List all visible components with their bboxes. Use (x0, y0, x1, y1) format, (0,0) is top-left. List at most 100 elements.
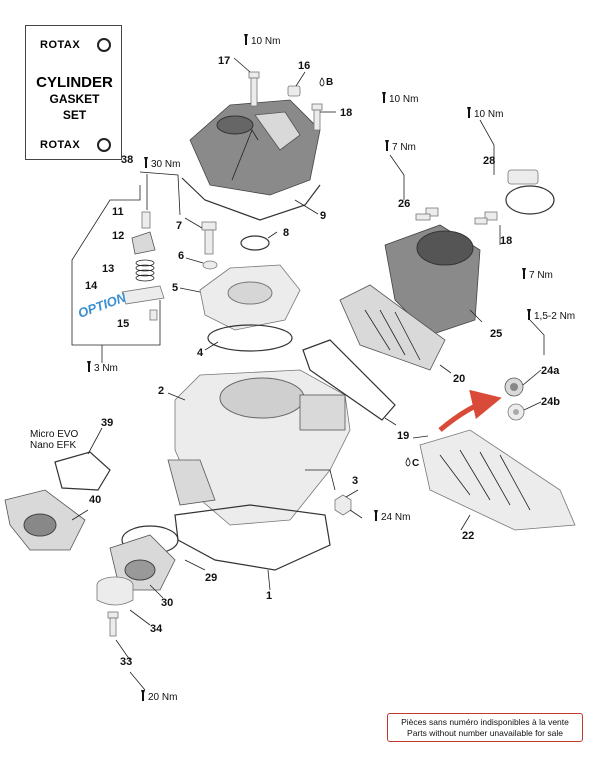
callout-25: 25 (490, 328, 502, 340)
drop-icon (319, 77, 325, 87)
callout-16: 16 (298, 60, 310, 72)
callout-20: 20 (453, 373, 465, 385)
wrench-icon (87, 361, 91, 372)
callout-18b: 18 (500, 235, 512, 247)
callout-11: 11 (112, 206, 124, 218)
callout-38: 38 (121, 154, 133, 166)
reed-valve-20 (339, 284, 446, 371)
callout-26: 26 (398, 198, 410, 210)
callout-22: 22 (462, 530, 474, 542)
callout-2: 2 (158, 385, 164, 397)
washer-6 (202, 260, 218, 270)
callout-7: 7 (176, 220, 182, 232)
brand-logo-top: ROTAX (40, 39, 81, 51)
bracket-14 (121, 285, 165, 305)
torque-labels: 10 Nm 10 Nm 10 Nm 30 Nm 7 Nm 7 Nm 1,5-2 … (94, 36, 575, 703)
callout-13: 13 (102, 263, 114, 275)
torque-icons (87, 34, 531, 701)
callout-15: 15 (117, 318, 129, 330)
reed-valve-22 (419, 429, 576, 531)
red-arrow (438, 389, 502, 432)
bolt-26 (415, 207, 439, 221)
nut-24b (507, 403, 525, 421)
cylinder-2 (167, 369, 351, 526)
nut-3 (334, 494, 352, 516)
brand-seal-icon (97, 38, 111, 52)
torque-24: 1,5-2 Nm (534, 311, 575, 322)
valve-housing-12 (131, 231, 156, 255)
valve-11 (141, 211, 151, 229)
torque-15: 3 Nm (94, 363, 118, 374)
bolt-33 (107, 611, 119, 637)
wrench-icon (141, 690, 145, 701)
nut-24a (504, 377, 524, 397)
callout-5: 5 (172, 282, 178, 294)
exhaust-flange-40 (4, 489, 86, 551)
screw-15 (149, 309, 158, 321)
reed-gasket-19 (302, 339, 396, 421)
clamp-28 (505, 169, 555, 215)
callout-1: 1 (266, 590, 272, 602)
callout-3: 3 (352, 475, 358, 487)
availability-notice: Pièces sans numéro indisponibles à la ve… (387, 713, 583, 742)
torque-33: 20 Nm (148, 692, 177, 703)
bolt-18-head (311, 103, 323, 131)
wrench-icon (244, 34, 248, 45)
gasket-39 (54, 451, 111, 491)
base-gasket-1 (174, 504, 331, 571)
wrench-icon (527, 309, 531, 320)
brand-seal-icon (97, 138, 111, 152)
wrench-icon (144, 157, 148, 168)
o-ring-8 (240, 235, 270, 251)
callout-40: 40 (89, 494, 101, 506)
variant-label-line2: Nano EFK (30, 440, 76, 451)
wrench-icon (467, 107, 471, 118)
torque-18: 10 Nm (389, 94, 418, 105)
notice-english: Parts without number unavailable for sal… (407, 728, 563, 738)
callout-numbers: 38 17 16 18 9 11 7 8 12 6 13 14 5 15 4 2… (85, 55, 560, 668)
wrench-icon (382, 92, 386, 103)
option-label: OPTION (76, 289, 129, 320)
exhaust-flange-30 (109, 534, 176, 591)
callout-19: 19 (397, 430, 409, 442)
callout-9: 9 (320, 210, 326, 222)
torque-3: 24 Nm (381, 512, 410, 523)
intake-manifold-25 (384, 224, 481, 336)
callout-33: 33 (120, 656, 132, 668)
cylinder-head-cover (189, 99, 321, 196)
kit-title-line2: GASKET (49, 92, 100, 106)
callout-4: 4 (197, 347, 204, 359)
torque-28: 10 Nm (474, 109, 503, 120)
callout-28: 28 (483, 155, 495, 167)
callout-34: 34 (150, 623, 163, 635)
callout-12: 12 (112, 230, 124, 242)
callout-6: 6 (178, 250, 184, 262)
callout-24b: 24b (541, 396, 560, 408)
drop-icon (405, 457, 411, 467)
callout-29: 29 (205, 572, 217, 584)
callout-18: 18 (340, 107, 352, 119)
callout-24a: 24a (541, 365, 560, 377)
sleeve-34 (96, 576, 134, 606)
kit-title-line1: CYLINDER (36, 74, 113, 91)
callout-39: 39 (101, 417, 113, 429)
nut-16 (287, 85, 301, 97)
callout-30: 30 (161, 597, 173, 609)
callout-14: 14 (85, 280, 98, 292)
callout-17: 17 (218, 55, 230, 67)
bolt-18-right (474, 211, 498, 225)
wrench-icon (374, 510, 378, 521)
brand-logo-bottom: ROTAX (40, 139, 81, 151)
bolt-7 (201, 221, 217, 255)
torque-18b: 7 Nm (529, 270, 553, 281)
leader-lines (71, 57, 545, 691)
fluid-mark-c: C (412, 458, 419, 469)
o-ring-4 (207, 324, 293, 352)
gasket-kit-card: ROTAX CYLINDER GASKET SET ROTAX (25, 25, 122, 160)
head-cover-gasket (181, 177, 321, 221)
bolt-17 (248, 71, 260, 107)
kit-title-line3: SET (62, 108, 87, 122)
torque-26: 7 Nm (392, 142, 416, 153)
